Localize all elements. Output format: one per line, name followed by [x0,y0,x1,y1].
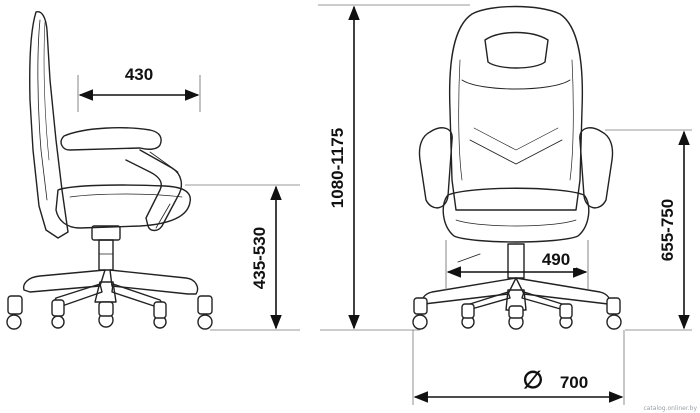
side-casters [6,295,213,330]
total-height-label: 1080-1175 [328,128,347,208]
armrest-height-dimension: 655-750 [658,130,690,330]
watermark: catalog.onliner.by [643,405,697,412]
seat-height-dimension: 435-530 [250,185,282,330]
front-right-armrest [579,127,614,209]
diameter-symbol: ∅ [523,367,544,394]
chair-side-view [6,11,213,330]
armrest-height-label: 655-750 [658,199,677,261]
side-base [22,269,106,293]
depth-label: 430 [125,65,153,84]
seat-width-label: 490 [542,250,570,269]
side-backrest [29,11,69,239]
front-left-armrest [418,127,453,209]
total-height-dimension: 1080-1175 [328,5,360,330]
front-casters [412,297,622,330]
front-seat [442,187,590,243]
front-gas-lift [507,243,525,279]
side-armrest-support [125,149,183,232]
side-seat [55,184,192,229]
side-gas-lift [98,239,114,271]
seat-height-label: 435-530 [250,227,269,289]
chair-front-view [412,5,622,330]
seat-width-dimension: 490 [445,240,589,290]
base-diameter-label: 700 [560,373,588,392]
front-backrest [448,5,584,211]
depth-dimension: 430 [77,65,201,112]
side-armrest-pad [60,127,162,151]
base-diameter-dimension: ∅ 700 [412,330,625,405]
